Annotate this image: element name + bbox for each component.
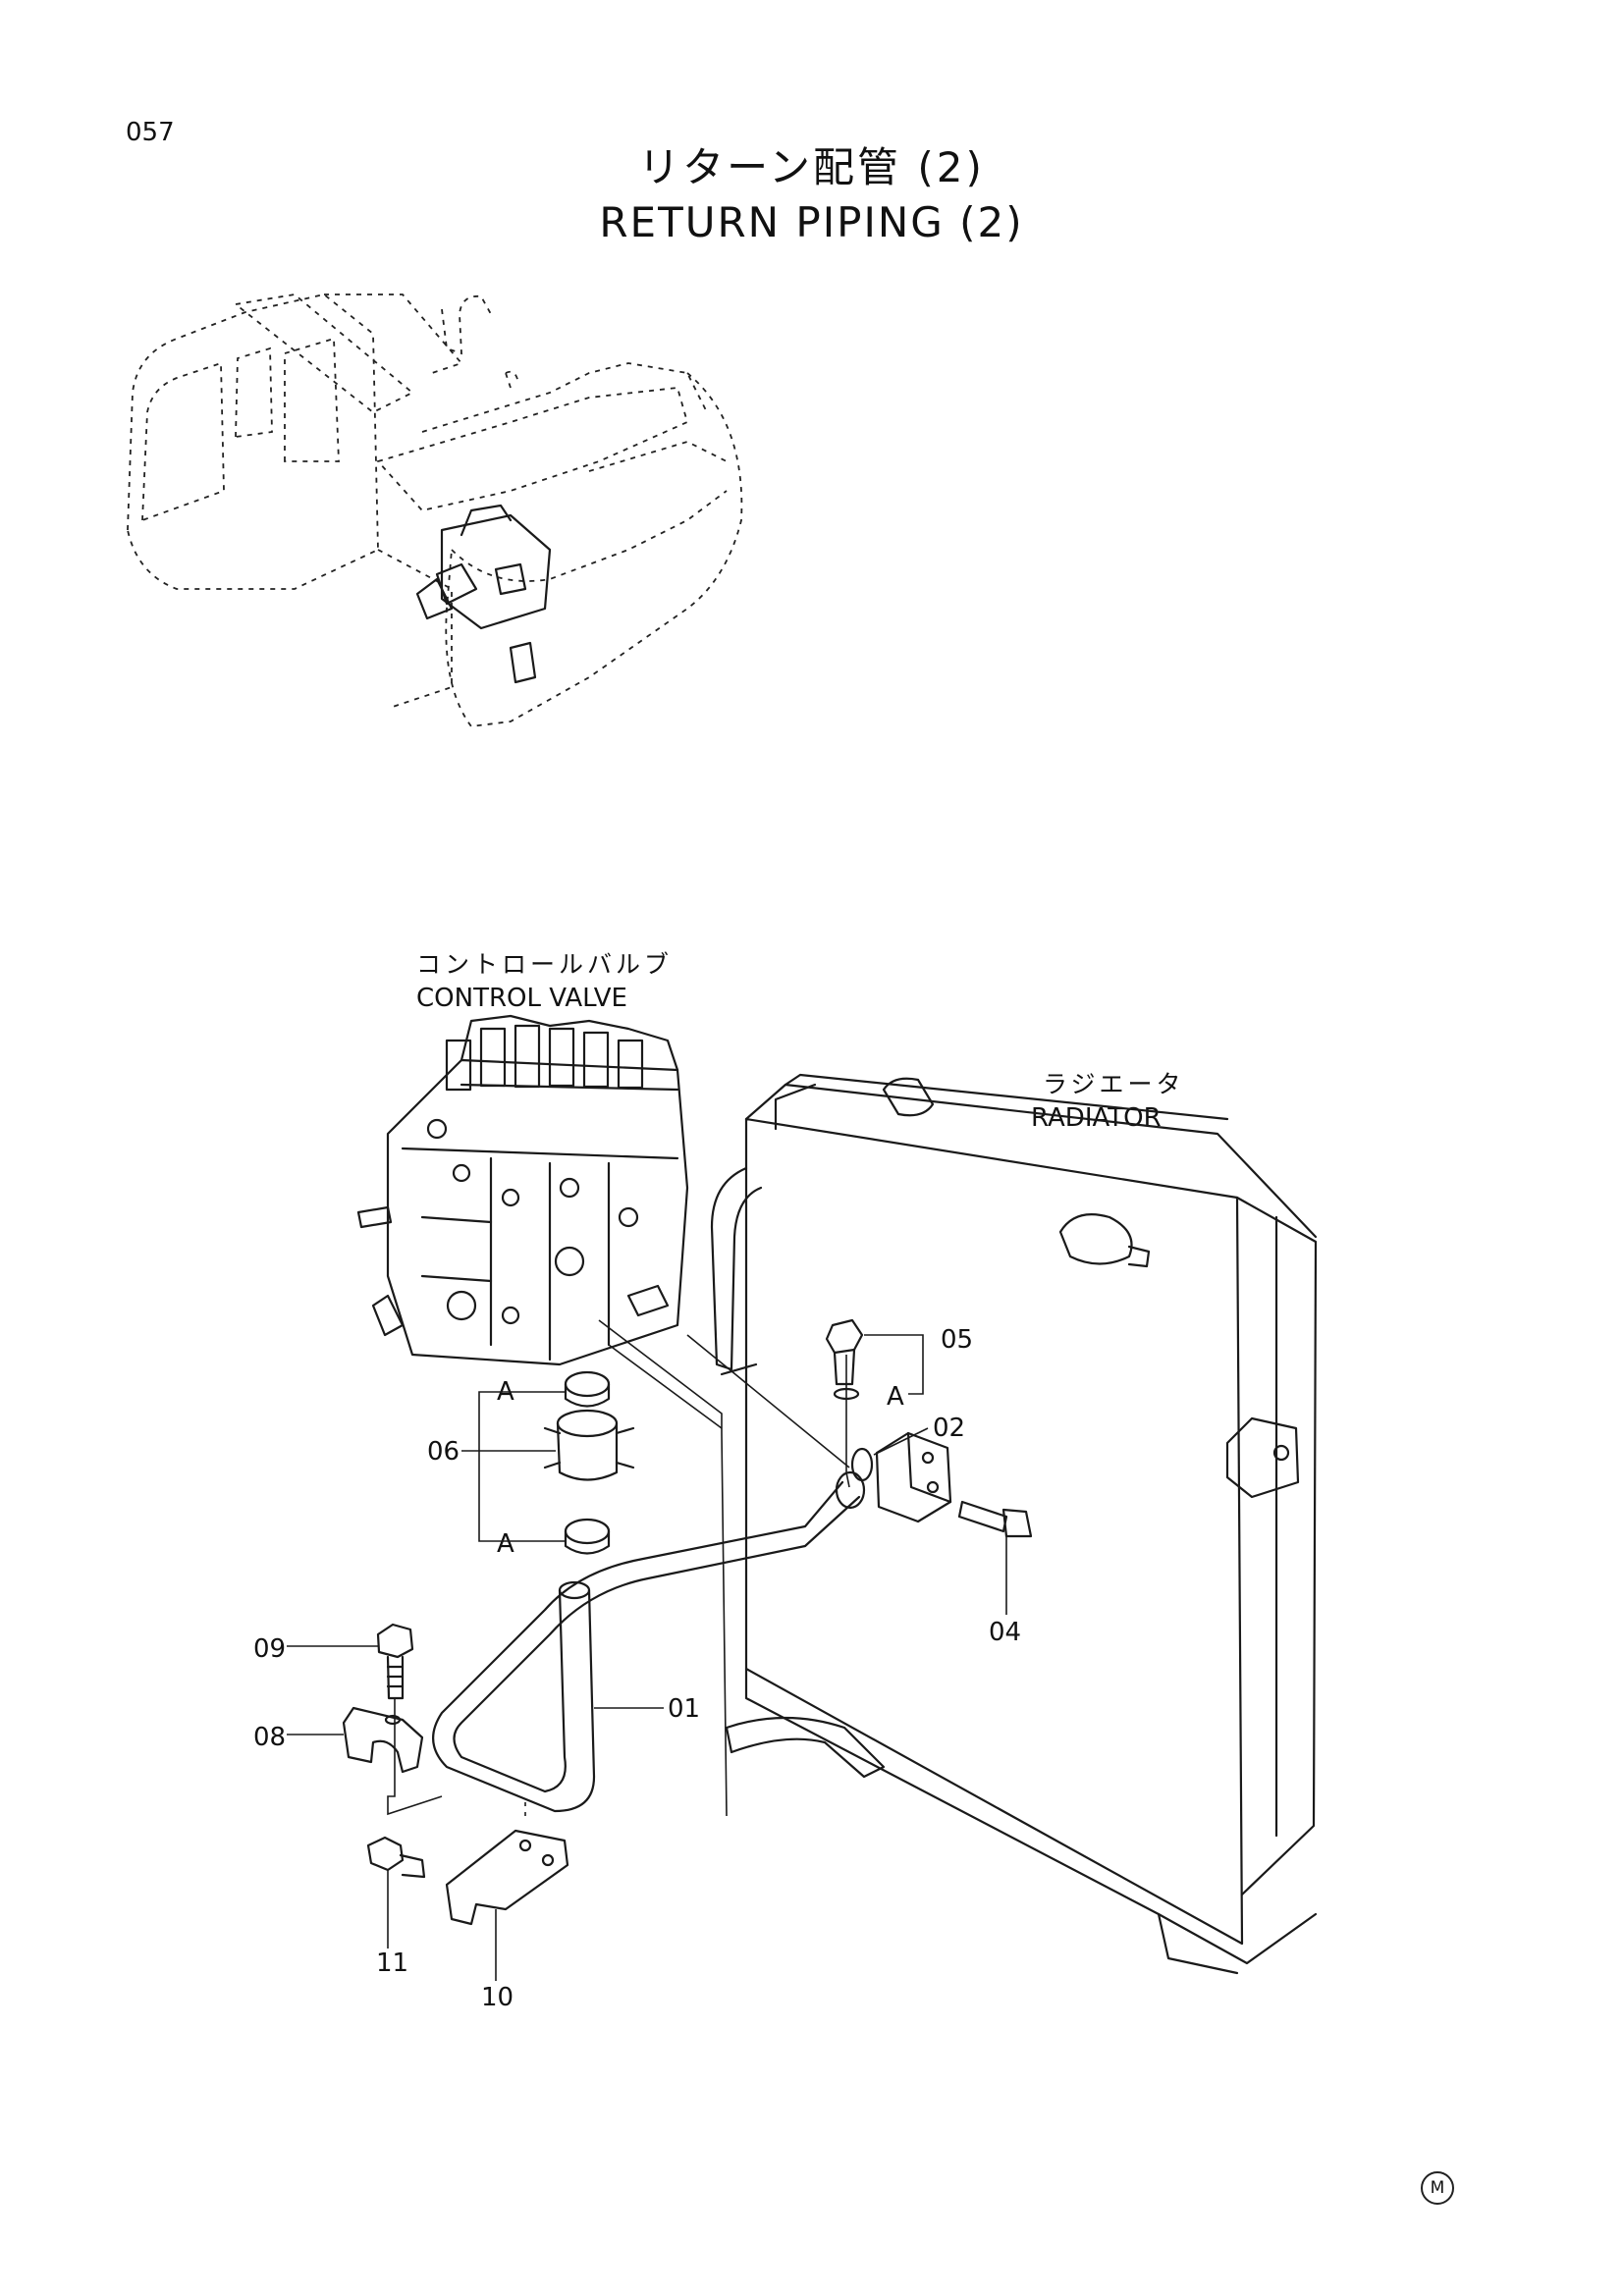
bolt-04: [957, 1500, 1033, 1538]
callout-05: 05: [941, 1325, 974, 1355]
o-ring-02: [850, 1447, 874, 1482]
bracket-10: [445, 1829, 569, 1926]
callout-04: 04: [989, 1618, 1022, 1647]
callout-09: 09: [253, 1634, 287, 1664]
page-title-english: RETURN PIPING (2): [599, 198, 1024, 246]
bolt-11: [366, 1836, 426, 1879]
bolt-09: [376, 1623, 414, 1700]
control-valve-label-ja: コントロールバルブ: [416, 950, 674, 979]
callout-02: 02: [933, 1414, 966, 1443]
control-valve-drawing: [356, 1014, 689, 1366]
excavator-overview-drawing: [127, 294, 743, 727]
manufacturer-mark: M: [1421, 2171, 1454, 2205]
callout-a-right: A: [887, 1382, 904, 1412]
callout-06: 06: [427, 1437, 460, 1467]
callout-a-lower-left: A: [497, 1529, 514, 1559]
return-pipe-01: [432, 1470, 866, 1813]
control-valve-label-en: CONTROL VALVE: [416, 984, 627, 1013]
radiator-drawing: [710, 1073, 1318, 1975]
page-title-japanese: リターン配管 (2): [638, 143, 985, 191]
flange-block: [875, 1431, 952, 1523]
coupling-06: [543, 1370, 635, 1555]
callout-10: 10: [481, 1983, 514, 2012]
clamp-08: [342, 1706, 424, 1774]
leader-lines: [287, 1319, 1007, 1981]
callout-08: 08: [253, 1723, 287, 1752]
callout-01: 01: [668, 1694, 701, 1724]
radiator-label-ja: ラジエータ: [1043, 1070, 1185, 1098]
bolt-05: [825, 1318, 864, 1386]
callout-11: 11: [376, 1949, 409, 1978]
page-number: 057: [126, 118, 175, 147]
